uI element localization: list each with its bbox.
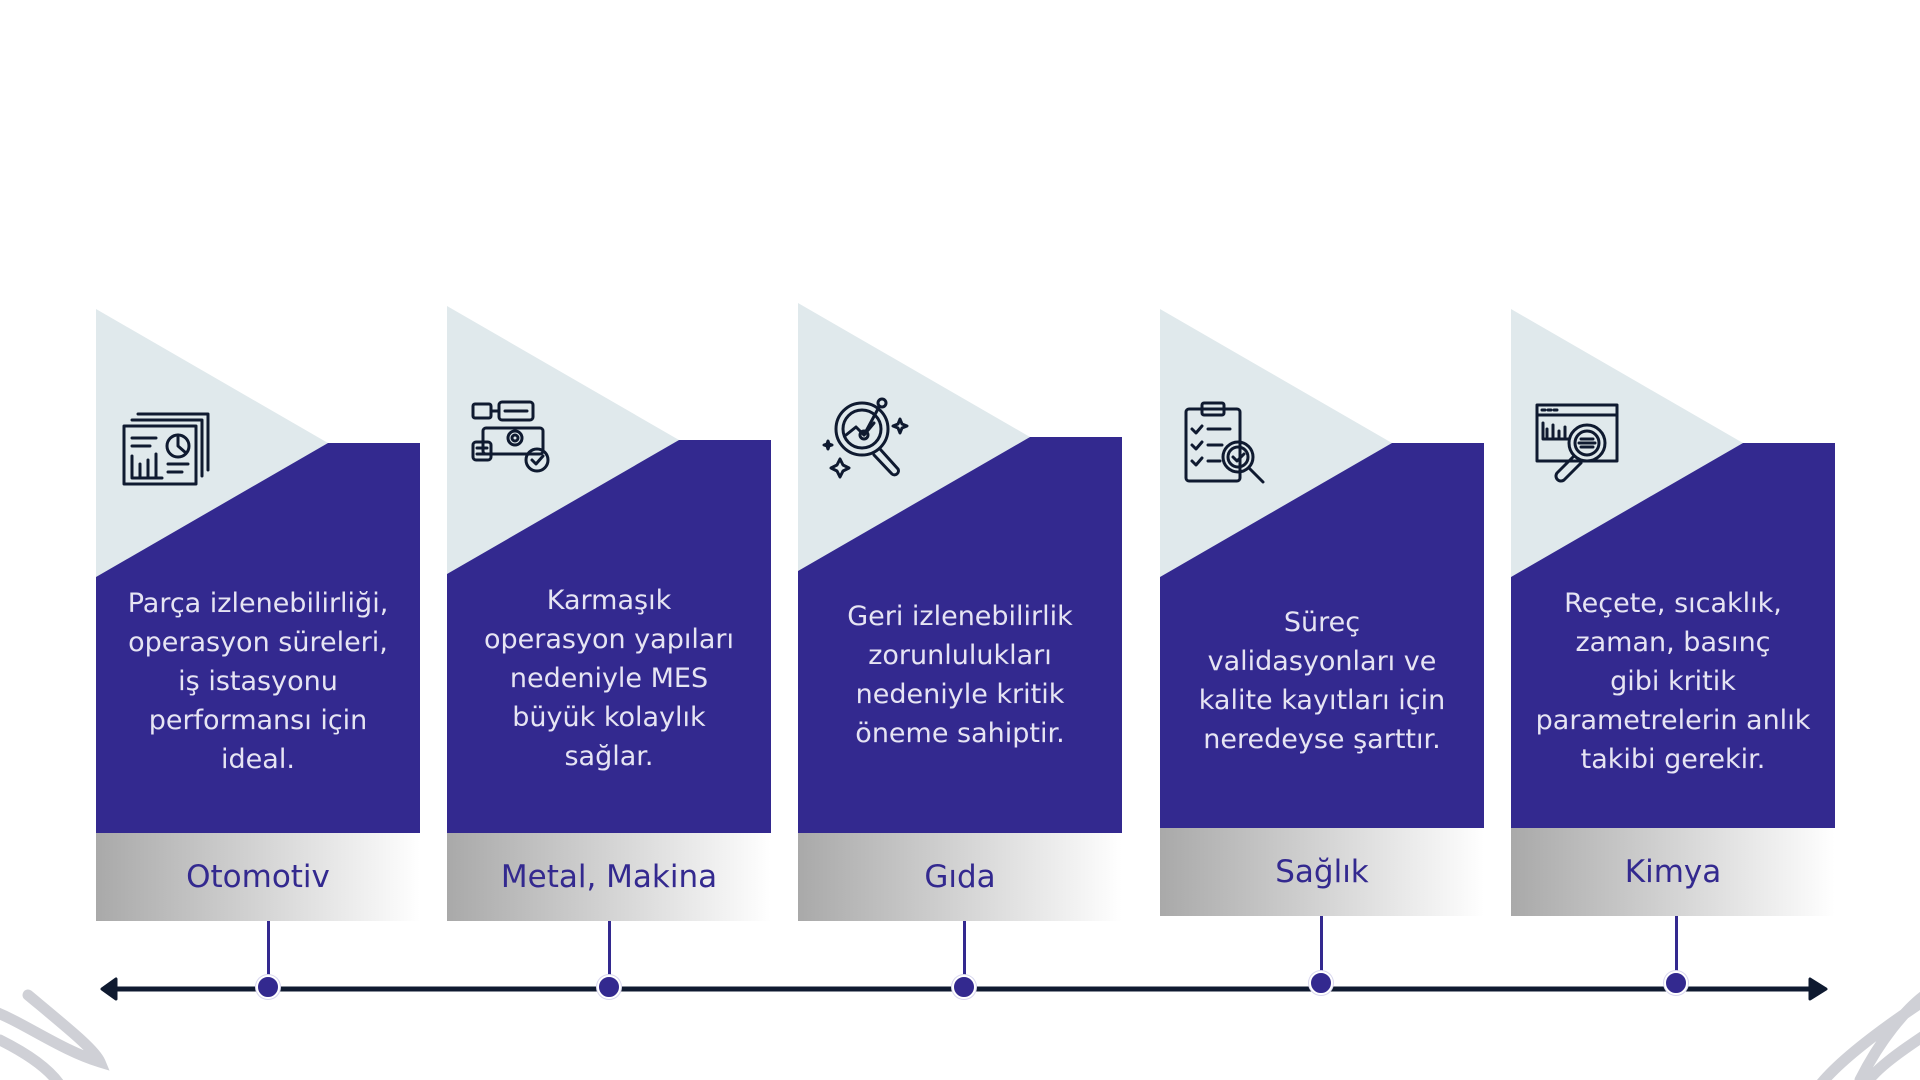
card-background bbox=[798, 303, 1122, 833]
industry-card-2: Karmaşık operasyon yapıları nedeniyle ME… bbox=[447, 306, 771, 921]
industry-card-3: Geri izlenebilirlik zorunlulukları neden… bbox=[798, 303, 1122, 921]
timeline-dot bbox=[1664, 971, 1688, 995]
card-label: Metal, Makina bbox=[447, 833, 771, 921]
card-label: Otomotiv bbox=[96, 833, 420, 921]
timeline-dot bbox=[952, 975, 976, 999]
card-description: Parça izlenebilirliği, operasyon süreler… bbox=[127, 587, 389, 775]
analytics-magnifier-icon bbox=[822, 397, 909, 479]
industry-card-1: Parça izlenebilirliği, operasyon süreler… bbox=[96, 309, 420, 921]
industry-card-4: Süreç validasyonları ve kalite kayıtları… bbox=[1160, 309, 1484, 916]
industry-card-5: Reçete, sıcaklık, zaman, basınç gibi kri… bbox=[1511, 309, 1835, 916]
light-triangle bbox=[1511, 309, 1743, 577]
card-label: Gıda bbox=[798, 833, 1122, 921]
squiggle-right-decoration bbox=[1817, 991, 1920, 1080]
process-flow-gear-icon bbox=[471, 400, 550, 473]
timeline-connector bbox=[267, 921, 270, 987]
timeline-dot bbox=[1309, 971, 1333, 995]
web-data-search-icon bbox=[1535, 403, 1619, 483]
arrow-left-icon bbox=[100, 977, 118, 1001]
light-triangle bbox=[447, 306, 679, 574]
card-label: Kimya bbox=[1511, 828, 1835, 916]
timeline-connector bbox=[963, 921, 966, 987]
card-description: Reçete, sıcaklık, zaman, basınç gibi kri… bbox=[1535, 587, 1811, 775]
card-background bbox=[1160, 309, 1484, 828]
card-background bbox=[447, 306, 771, 833]
timeline-connector bbox=[1320, 916, 1323, 983]
purple-panel bbox=[447, 440, 771, 833]
purple-panel bbox=[798, 437, 1122, 833]
checklist-inspection-icon bbox=[1184, 401, 1265, 484]
card-description: Karmaşık operasyon yapıları nedeniyle ME… bbox=[484, 584, 734, 772]
timeline-connector bbox=[1675, 916, 1678, 983]
purple-panel bbox=[96, 443, 420, 833]
card-background bbox=[1511, 309, 1835, 828]
light-triangle bbox=[1160, 309, 1392, 577]
timeline-dot bbox=[256, 975, 280, 999]
purple-panel bbox=[1511, 443, 1835, 828]
purple-panel bbox=[1160, 443, 1484, 828]
arrow-right-icon bbox=[1808, 977, 1828, 1001]
timeline-dot bbox=[597, 975, 621, 999]
card-description: Süreç validasyonları ve kalite kayıtları… bbox=[1198, 607, 1446, 755]
card-description: Geri izlenebilirlik zorunlulukları neden… bbox=[847, 601, 1073, 749]
squiggle-left-decoration bbox=[0, 989, 110, 1080]
card-label: Sağlık bbox=[1160, 828, 1484, 916]
light-triangle bbox=[96, 309, 328, 577]
light-triangle bbox=[798, 303, 1030, 571]
timeline-connector bbox=[608, 921, 611, 987]
dashboard-report-icon bbox=[122, 412, 210, 486]
card-background bbox=[96, 309, 420, 833]
